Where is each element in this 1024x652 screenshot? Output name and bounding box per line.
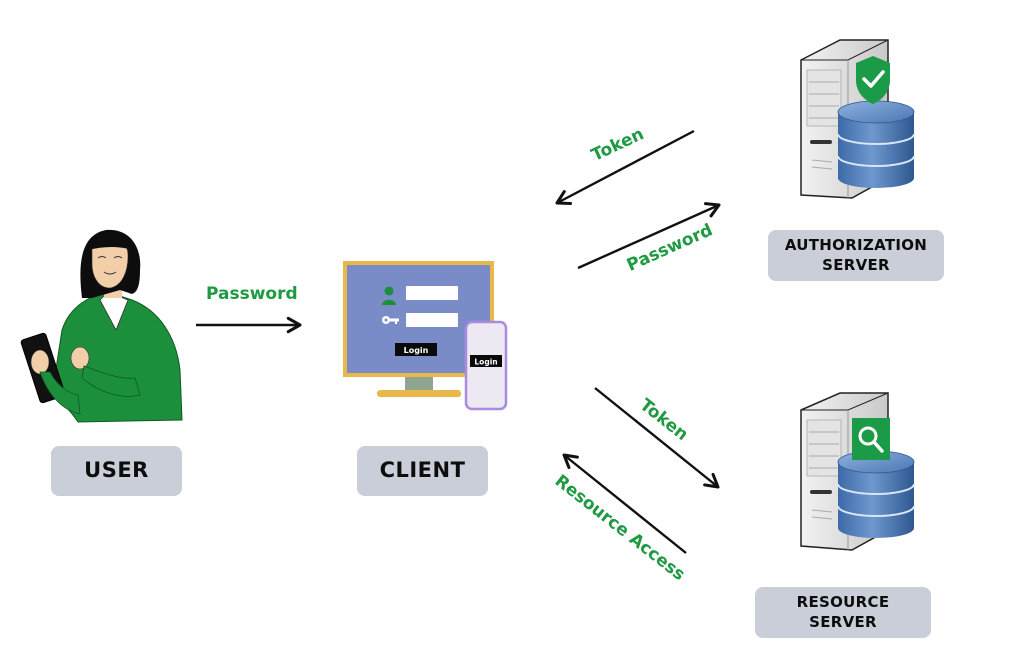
resource-server-label: RESOURCE SERVER: [755, 587, 931, 638]
user-label: USER: [51, 446, 182, 496]
arrow-client-to-resource: [594, 387, 720, 489]
edge-label-user-to-client: Password: [206, 284, 298, 304]
phone-login-button: Login: [474, 358, 497, 367]
user-field-icon: [382, 286, 396, 305]
arrow-client-to-auth: [577, 202, 721, 270]
client-label: CLIENT: [357, 446, 488, 496]
password-field: [406, 313, 458, 327]
authorization-server-label-line2: SERVER: [822, 255, 890, 274]
arrow-resource-to-client: [562, 453, 687, 554]
user-illustration: [20, 229, 183, 423]
resource-server-label-line1: RESOURCE: [796, 593, 890, 611]
phone-icon: Login: [464, 320, 508, 411]
database-icon: [837, 450, 915, 538]
database-icon: [837, 100, 915, 188]
authorization-server-label-line1: AUTHORIZATION: [784, 236, 928, 254]
shield-check-icon: [856, 56, 890, 104]
resource-server-label-line2: SERVER: [809, 612, 877, 631]
magnifier-icon: [852, 418, 890, 460]
screen-login-button: Login: [404, 346, 429, 355]
resource-server-illustration: [800, 392, 915, 551]
key-icon: [382, 316, 399, 324]
username-field: [406, 286, 458, 300]
authorization-server-label: AUTHORIZATION SERVER: [768, 230, 944, 281]
arrow-auth-to-client: [555, 129, 695, 205]
client-label-text: CLIENT: [379, 458, 466, 483]
user-label-text: USER: [84, 458, 149, 483]
authorization-server-illustration: [800, 39, 915, 199]
client-illustration: Login Login: [343, 261, 508, 411]
